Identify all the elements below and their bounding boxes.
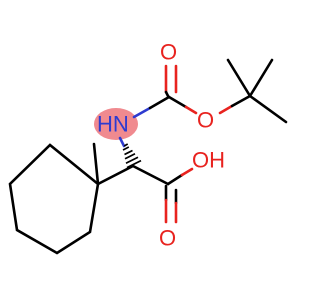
c-oh-bond-c	[166, 173, 184, 186]
tbu-methyl-bond-2	[248, 58, 274, 98]
tbu-methyl-bond-3	[248, 94, 288, 124]
cyclohexane-ring	[8, 143, 100, 255]
c-oh-bond-o	[180, 167, 194, 177]
nh-label: HN	[97, 112, 129, 137]
alpha-ring-bond	[96, 164, 135, 186]
alpha-carboxyl-bond	[131, 164, 170, 186]
carbonyl-bond-a-tail	[164, 90, 170, 98]
nh-highlight	[94, 108, 138, 140]
o-tbu-bond-o	[218, 104, 234, 115]
tbu-methyl-bond-1	[226, 58, 252, 98]
n-c-bond-n	[132, 106, 152, 119]
acid-oh-label: OH	[192, 148, 225, 173]
n-c-bond-c	[148, 95, 171, 110]
c-o-ester-bond-o	[184, 105, 198, 115]
n-alpha-hashed-wedge	[118, 136, 142, 169]
c-o-ester-bond-c	[167, 95, 188, 109]
ester-oxygen-label: O	[197, 108, 214, 133]
ring-methyl-bond	[92, 142, 100, 186]
carbonyl-oxygen-label: O	[160, 40, 177, 65]
molecule-structure: O O HN OH O	[8, 40, 288, 255]
acid-oxygen-label: O	[159, 226, 176, 251]
o-tbu-bond-c	[230, 94, 252, 108]
